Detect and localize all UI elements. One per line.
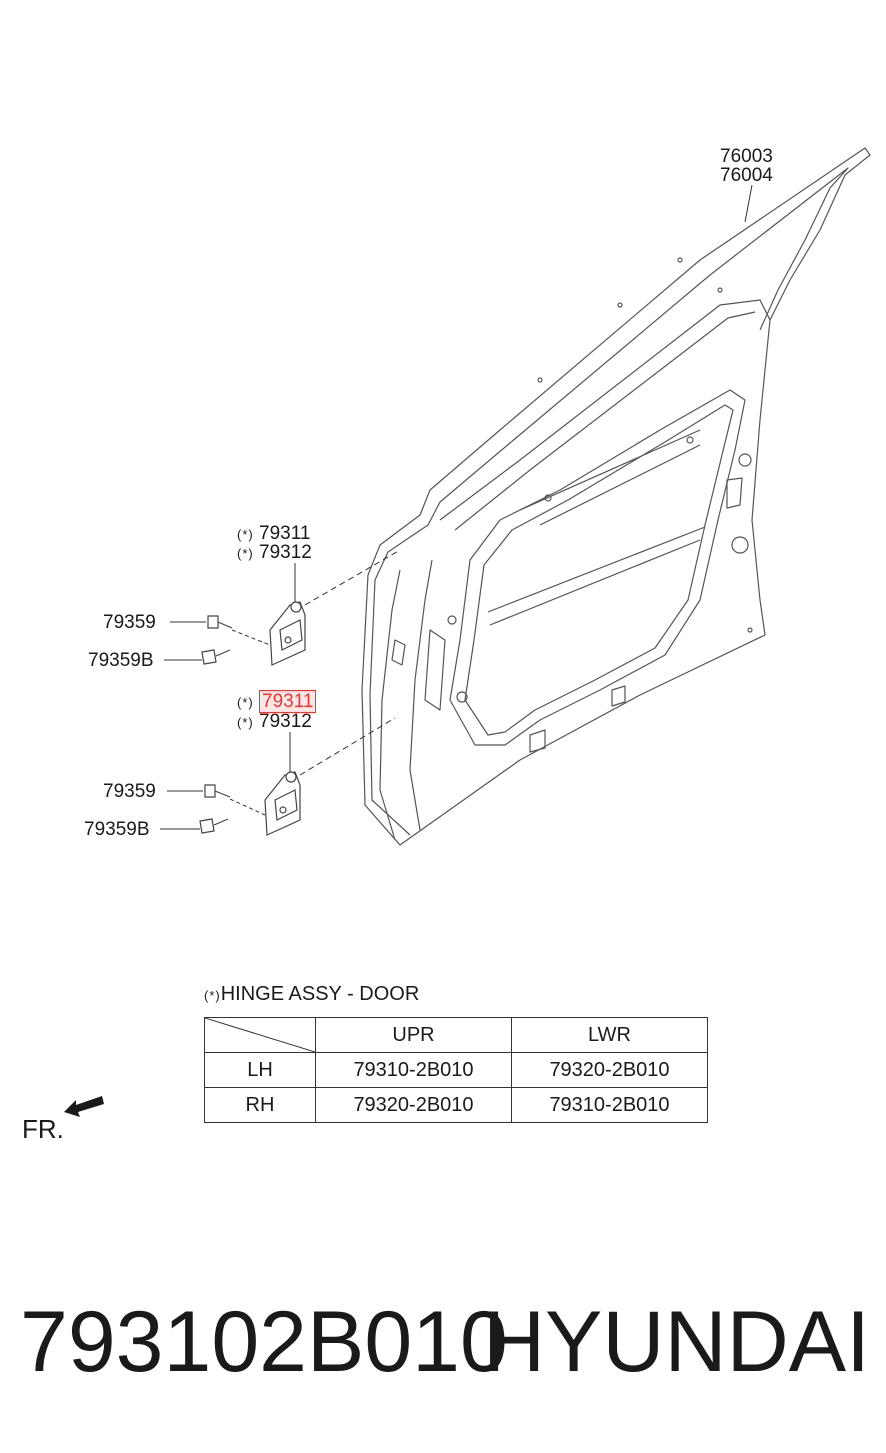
mark-asterisk: (*) xyxy=(237,695,254,710)
label-upper-bolt: 79359 xyxy=(103,612,156,633)
upper-bolts xyxy=(201,615,233,665)
table-header-upr: UPR xyxy=(315,1017,512,1053)
label-door-panel-2: 76004 xyxy=(720,165,773,186)
hinge-assy-table: UPR LWR LH 79310-2B010 79320-2B010 RH 79… xyxy=(204,1017,708,1123)
table-corner-cell xyxy=(204,1017,316,1053)
upper-leaders xyxy=(164,549,401,661)
upper-hinge xyxy=(269,601,306,666)
label-door-panel-1: 76003 xyxy=(720,146,773,167)
label-upper-hinge-1: (*) 79311 xyxy=(237,523,311,544)
lower-bolts xyxy=(199,784,231,834)
lower-leaders xyxy=(160,717,396,830)
diagonal-divider xyxy=(205,1018,315,1052)
footer-brand: HYUNDAI xyxy=(482,1294,870,1390)
table-header-row: UPR LWR xyxy=(204,1017,708,1053)
label-lower-bolt-b: 79359B xyxy=(84,819,150,840)
front-arrow-icon xyxy=(64,1096,104,1117)
footer-part-number: 793102B010 xyxy=(20,1294,508,1390)
lower-hinge xyxy=(264,771,301,836)
mark-asterisk: (*) xyxy=(237,715,254,730)
mark-asterisk: (*) xyxy=(204,988,221,1003)
table-caption: (*)HINGE ASSY - DOOR xyxy=(204,983,420,1005)
label-upper-bolt-b: 79359B xyxy=(88,650,154,671)
table-header-lwr: LWR xyxy=(511,1017,708,1053)
leader-door-panel xyxy=(744,184,753,223)
table-cell-lwr: 79310-2B010 xyxy=(511,1087,708,1123)
label-lower-bolt: 79359 xyxy=(103,781,156,802)
table-cell-upr: 79320-2B010 xyxy=(315,1087,512,1123)
mark-asterisk: (*) xyxy=(237,527,254,542)
table-row: RH 79320-2B010 79310-2B010 xyxy=(204,1087,708,1123)
mark-asterisk: (*) xyxy=(237,546,254,561)
table-cell-side: LH xyxy=(204,1052,316,1088)
table-cell-side: RH xyxy=(204,1087,316,1123)
label-lower-hinge-2: (*) 79312 xyxy=(237,711,312,732)
door-panel xyxy=(361,147,871,846)
highlighted-part[interactable]: 79311 xyxy=(259,690,317,713)
label-lower-hinge-1: (*) 79311 xyxy=(237,690,317,713)
table-row: LH 79310-2B010 79320-2B010 xyxy=(204,1052,708,1088)
table-cell-lwr: 79320-2B010 xyxy=(511,1052,708,1088)
table-cell-upr: 79310-2B010 xyxy=(315,1052,512,1088)
front-direction-label: FR. xyxy=(22,1114,64,1144)
label-upper-hinge-2: (*) 79312 xyxy=(237,542,312,563)
